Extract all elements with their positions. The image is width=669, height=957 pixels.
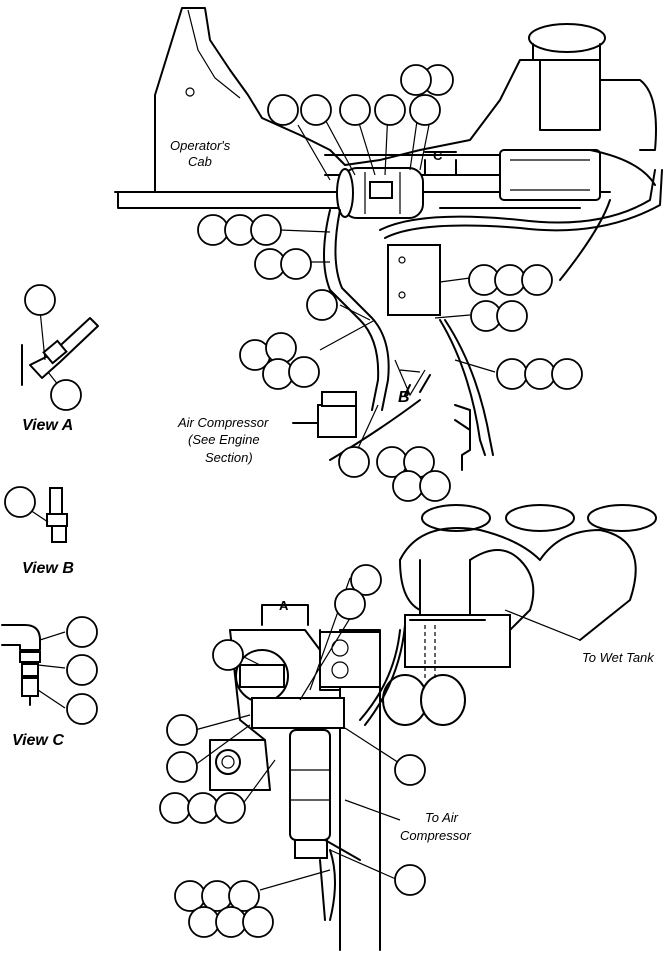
air-compressor <box>317 404 357 438</box>
air-dryer <box>251 697 345 729</box>
air-cleaner-2 <box>505 504 575 532</box>
air-cleaner-top <box>528 23 606 53</box>
view-a-label: View A <box>22 417 73 434</box>
air-hose <box>323 209 380 411</box>
cab-label-1: Operator's <box>170 138 231 153</box>
dryer-mount-box <box>387 244 441 316</box>
callout-circles <box>4 64 583 938</box>
air-cleaner-1 <box>421 504 491 532</box>
leader-lines <box>29 99 496 891</box>
to-air-compressor-label-2: Compressor <box>400 828 471 843</box>
arrow-c-label: C <box>433 148 443 163</box>
operator-cab <box>154 7 546 193</box>
view-a-detail <box>21 317 99 386</box>
air-compressor-label-2: (See Engine <box>188 432 260 447</box>
to-air-compressor-label-1: To Air <box>425 810 459 825</box>
lower-assembly: A <box>209 504 657 951</box>
air-compressor-label-1: Air Compressor <box>177 415 269 430</box>
upper-assembly: C B <box>114 7 663 471</box>
arrow-b-label: B <box>398 389 410 406</box>
arrow-a-label: A <box>279 598 289 613</box>
cab-label-2: Cab <box>188 154 212 169</box>
air-compressor-label-3: Section) <box>205 450 253 465</box>
to-wet-tank-label: To Wet Tank <box>582 650 655 665</box>
view-c-detail <box>1 624 41 706</box>
view-b-label: View B <box>22 560 74 577</box>
air-cleaner-3 <box>587 504 657 532</box>
view-b-detail <box>46 487 68 543</box>
view-c-label: View C <box>12 732 64 749</box>
